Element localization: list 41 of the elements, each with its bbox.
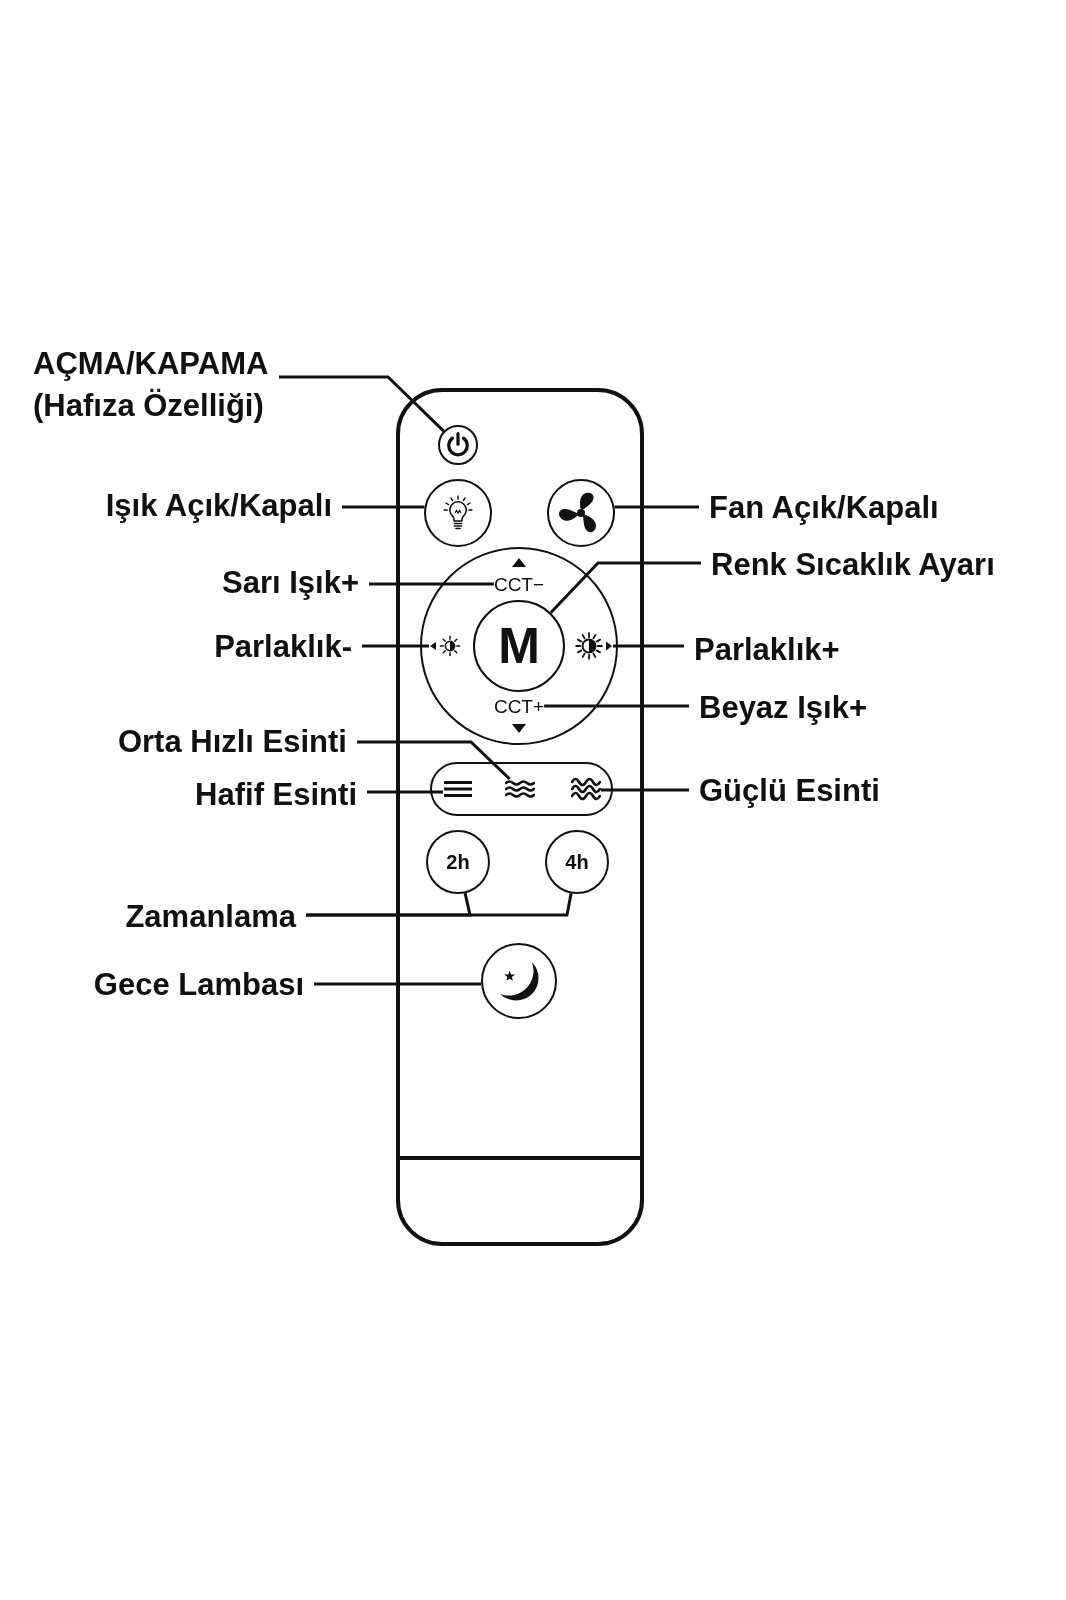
control-ring [420, 547, 618, 745]
callout-label: Zamanlama [125, 899, 296, 935]
brightness-icon [429, 634, 463, 658]
leader-line [369, 582, 494, 586]
round-button: 2h [426, 830, 490, 894]
callout-label: Gece Lambası [93, 967, 304, 1003]
leader-line [362, 644, 429, 648]
leader-line [601, 788, 689, 792]
leader-line [306, 893, 573, 917]
round-button [547, 479, 615, 547]
callout-label: Işık Açık/Kapalı [105, 488, 332, 524]
key-label: CCT+ [493, 696, 545, 718]
leader-line [342, 505, 425, 509]
leader-line [314, 982, 482, 986]
leader-line [544, 704, 689, 708]
remote-control-body [396, 388, 644, 1246]
callout-label: Beyaz Işık+ [699, 690, 868, 726]
callout-label: Orta Hızlı Esinti [117, 724, 347, 760]
callout-label: Parlaklık- [214, 629, 352, 665]
straight-lines-icon [443, 780, 473, 798]
wavy-lines-icon [505, 779, 535, 799]
callout-label: Parlaklık+ [694, 632, 840, 668]
leader-line [549, 561, 701, 614]
leader-line [279, 375, 445, 433]
round-button [424, 479, 492, 547]
leader-line [367, 790, 443, 794]
callout-label: Fan Açık/Kapalı [709, 490, 939, 526]
callout-label: Güçlü Esinti [699, 773, 880, 809]
brightness-icon [573, 631, 613, 661]
leader-line [614, 505, 699, 509]
round-button: M [473, 600, 565, 692]
wavy-lines-icon [571, 777, 601, 801]
callout-label: Sarı Işık+ [221, 565, 359, 601]
callout-label: Renk Sıcaklık Ayarı [711, 547, 995, 583]
round-button [438, 425, 478, 465]
callout-label: AÇMA/KAPAMA (Hafıza Özelliği) [33, 343, 269, 427]
round-button [481, 943, 557, 1019]
round-button: 4h [545, 830, 609, 894]
key-label: CCT− [493, 574, 545, 596]
leader-line [613, 644, 684, 648]
callout-label: Hafif Esinti [195, 777, 357, 813]
